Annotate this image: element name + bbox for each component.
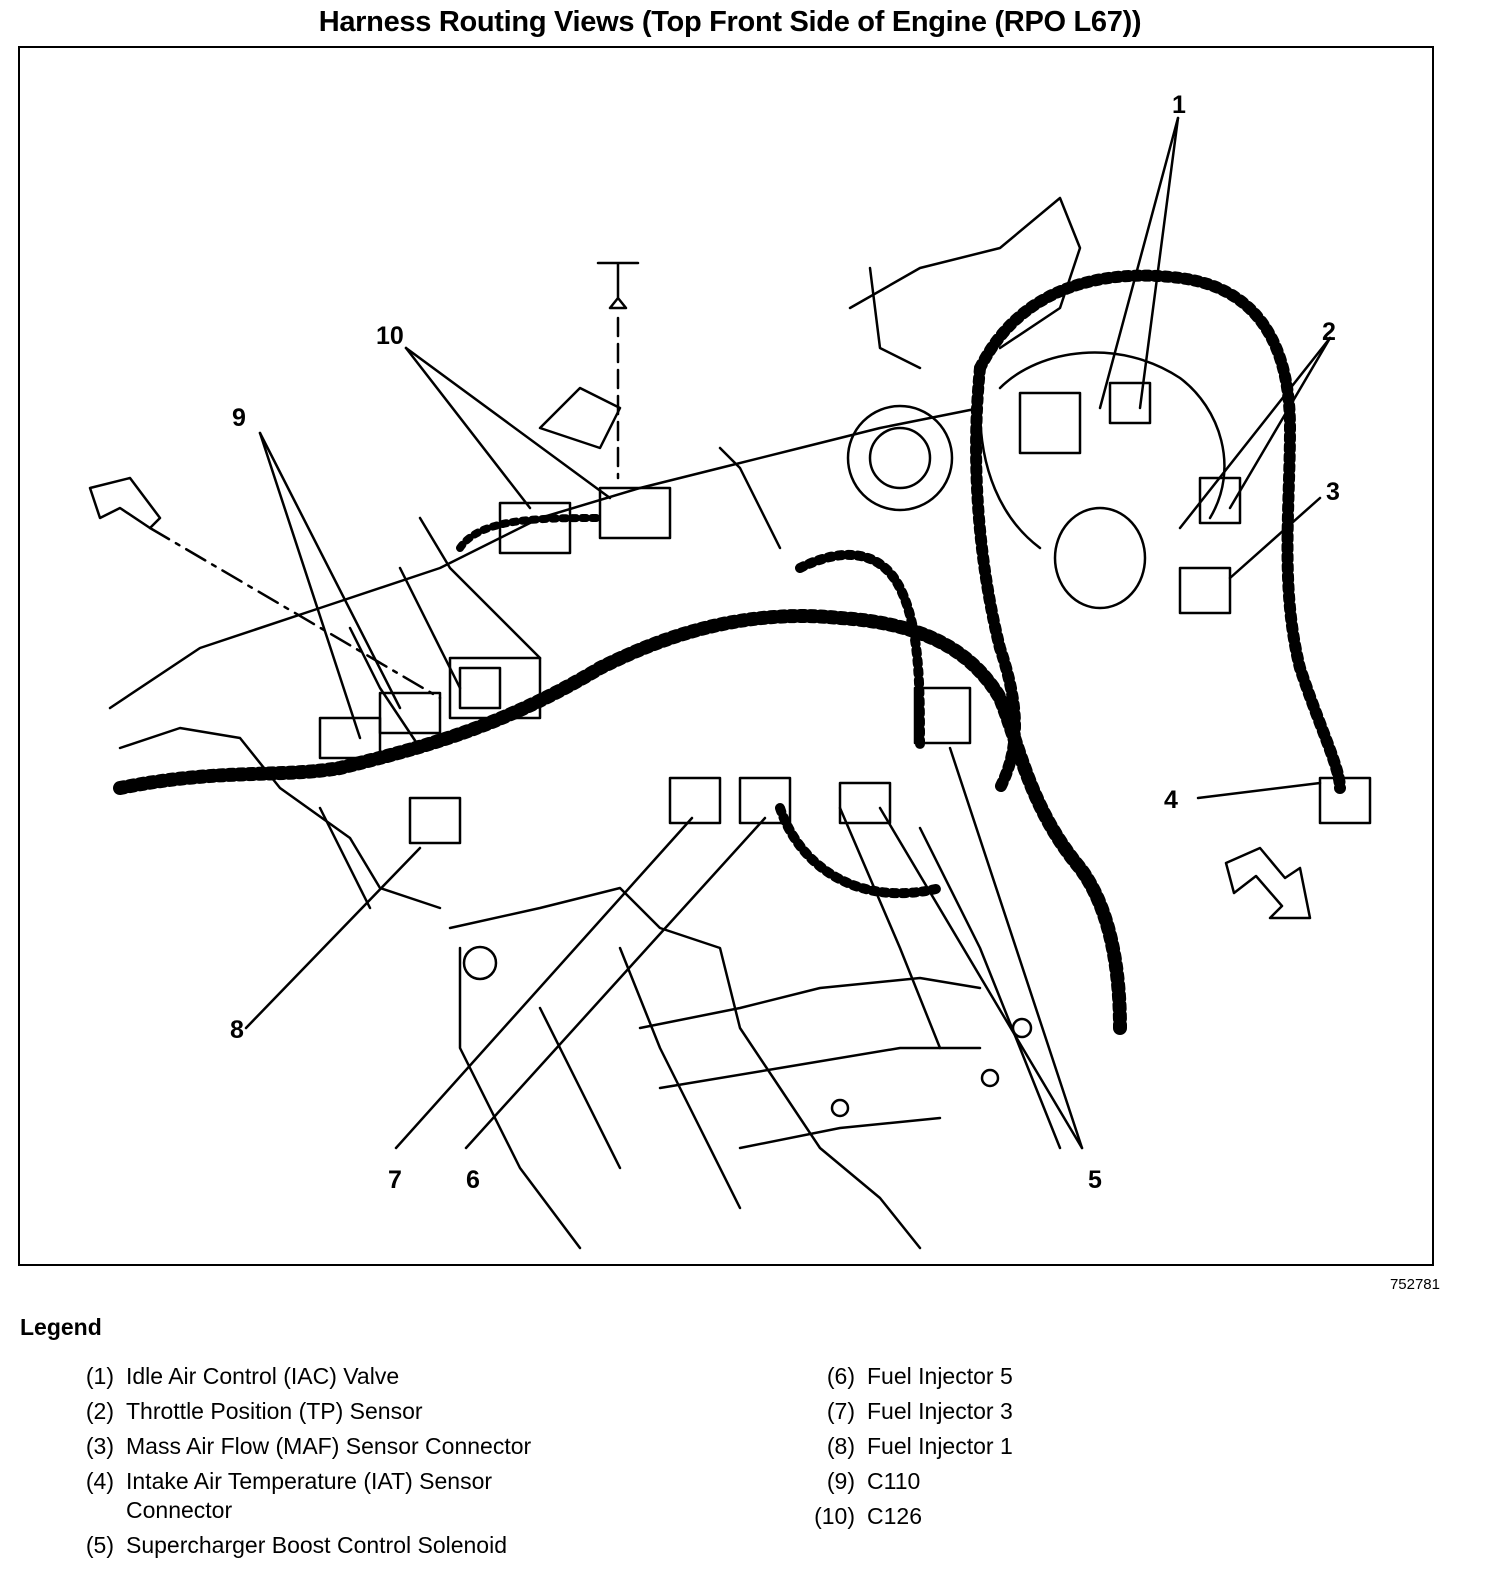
connector-injector-3 (668, 776, 722, 825)
callout-6: 6 (466, 1166, 480, 1194)
diagram-frame: 1 2 3 4 5 6 7 8 9 10 (18, 46, 1434, 1266)
engine-illustration: 1 2 3 4 5 6 7 8 9 10 (88, 91, 1372, 1250)
legend-item: (8)Fuel Injector 1 (826, 1433, 1013, 1459)
callout-4: 4 (1164, 786, 1178, 814)
callout-9: 9 (232, 404, 246, 432)
main-harness (113, 609, 1127, 1035)
connector-c126 (498, 501, 572, 555)
legend-heading: Legend (20, 1314, 102, 1340)
legend-column-right: (6)Fuel Injector 5 (7)Fuel Injector 3 (8… (795, 1362, 1387, 1537)
connector-injector-5 (738, 776, 792, 825)
callout-10: 10 (376, 322, 404, 350)
callout-5: 5 (1088, 1166, 1102, 1194)
connector-maf (1178, 566, 1232, 615)
callout-1: 1 (1172, 91, 1186, 119)
connector-iat (1318, 776, 1372, 825)
legend-column-left: (1)Idle Air Control (IAC) Valve (2)Throt… (70, 1362, 646, 1566)
engine-block-outline (448, 886, 922, 1250)
direction-arrow (1224, 846, 1312, 920)
legend-item: (2)Throttle Position (TP) Sensor (85, 1398, 423, 1424)
leader-lines (244, 116, 1332, 1150)
callout-3: 3 (1326, 478, 1340, 506)
legend-item: (1)Idle Air Control (IAC) Valve (85, 1363, 400, 1389)
callout-7: 7 (388, 1166, 402, 1194)
callout-8: 8 (230, 1016, 244, 1044)
legend-item: (10)C126 (814, 1503, 922, 1529)
callout-2: 2 (1322, 318, 1336, 346)
connector-injector-1 (408, 796, 462, 845)
figure-id: 752781 (1389, 1276, 1440, 1293)
throttle-body (846, 404, 954, 512)
connector-iac (1018, 391, 1082, 455)
upper-harness (974, 269, 1346, 794)
legend-item: (6)Fuel Injector 5 (826, 1363, 1013, 1389)
diagram-title: Harness Routing Views (Top Front Side of… (318, 6, 1142, 38)
legend-item: (5)Supercharger Boost Control Solenoid (85, 1532, 508, 1558)
connector-c110 (448, 656, 542, 720)
legend-item: (3)Mass Air Flow (MAF) Sensor Connector (85, 1433, 532, 1459)
legend-item: (4)Intake Air Temperature (IAT) Sensor C… (85, 1468, 493, 1523)
legend-item: (9)C110 (826, 1468, 921, 1494)
connector-boost-solenoid (913, 686, 972, 745)
intake-manifold-outline (108, 406, 982, 710)
legend-item: (7)Fuel Injector 3 (826, 1398, 1013, 1424)
